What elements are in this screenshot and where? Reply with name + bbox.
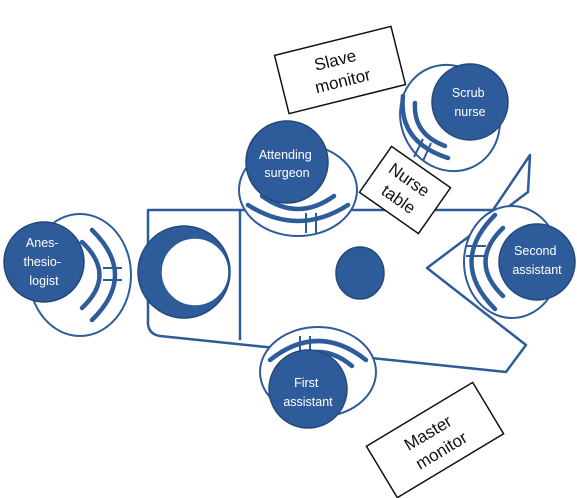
- slave-monitor-box: Slave monitor: [273, 25, 407, 115]
- slave-monitor-frame: [273, 25, 407, 115]
- svg-text:Scrub nurse: Scrub nurse: [452, 86, 488, 119]
- scrub-nurse-label-line: nurse: [454, 105, 485, 119]
- scrub-nurse-tick: [413, 138, 424, 158]
- scrub-nurse-tick: [422, 142, 432, 162]
- master-monitor-box: Master monitor: [365, 381, 505, 498]
- person-scrub-nurse: Scrub nurse: [399, 63, 509, 173]
- operating-site-marker: [335, 246, 385, 300]
- scrub-nurse-arc-outer: [400, 93, 451, 161]
- first-assistant-head: [268, 349, 348, 429]
- anesthesiologist-arc-outer: [89, 227, 118, 323]
- second-assistant-label-line: assistant: [512, 263, 562, 277]
- scrub-nurse-label-line: Scrub: [452, 86, 485, 100]
- second-assistant-arc-inner: [483, 225, 506, 299]
- svg-text:Attending surgeon: Attending surgeon: [259, 148, 315, 180]
- second-assistant-head: [498, 223, 576, 301]
- anesthesiologist-label-line: Anes-: [26, 236, 59, 250]
- svg-text:Anes- thesio- logi: Anes- thesio- logist: [23, 236, 64, 288]
- second-assistant-label-line: Second: [514, 244, 556, 258]
- attending-surgeon-arc-outer: [245, 202, 351, 224]
- person-anesthesiologist: Anes- thesio- logist: [3, 213, 132, 337]
- person-second-assistant: Second assistant: [463, 205, 576, 319]
- svg-text:Second assistant: Second assistant: [512, 244, 562, 277]
- anesthesiologist-label-line: thesio-: [23, 255, 61, 269]
- scrub-nurse-arc-inner: [412, 100, 448, 149]
- attending-surgeon-arc-inner: [259, 193, 337, 212]
- operating-table: [146, 153, 532, 374]
- svg-text:First assistant: First assistant: [283, 376, 333, 409]
- attending-surgeon-label-line: surgeon: [264, 166, 309, 180]
- master-monitor-frame: [365, 381, 505, 498]
- patient-head-light: [160, 237, 230, 307]
- anesthesiologist-arc-inner: [79, 239, 102, 311]
- first-assistant-label-line: First: [294, 376, 319, 390]
- person-first-assistant: First assistant: [259, 326, 377, 429]
- anesthesiologist-head: [3, 221, 85, 303]
- attending-surgeon-label-line: Attending: [259, 148, 312, 162]
- anesthesiologist-label-line: logist: [29, 274, 59, 288]
- first-assistant-label-line: assistant: [283, 395, 333, 409]
- nurse-table-frame: [358, 145, 452, 235]
- second-assistant-arc-outer: [469, 212, 498, 312]
- scrub-nurse-head: [431, 63, 509, 141]
- first-assistant-arc-outer: [267, 338, 369, 363]
- person-attending-surgeon: Attending surgeon: [238, 120, 358, 237]
- attending-surgeon-head: [245, 120, 329, 204]
